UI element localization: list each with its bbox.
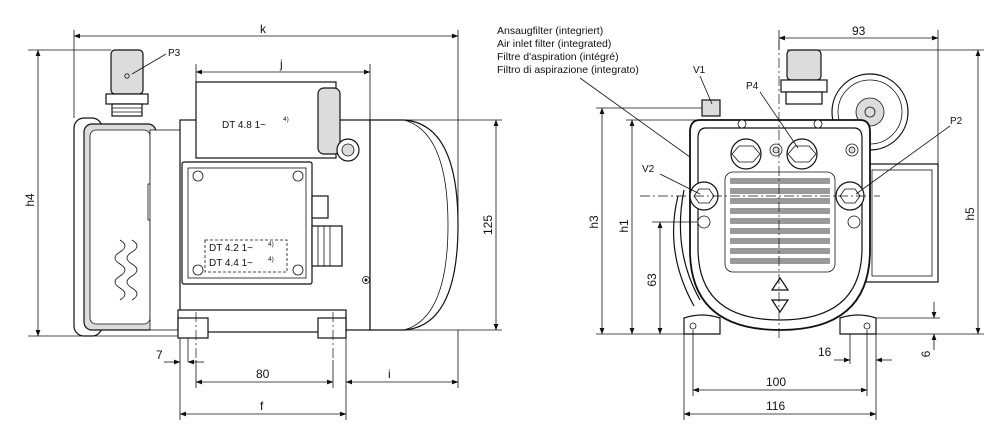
- valve-p3: [105, 49, 149, 117]
- dimension-h3: h3: [587, 107, 605, 335]
- extension-lines-right: [596, 30, 984, 420]
- dimension-j: j: [195, 57, 371, 75]
- filter-note-de: Ansaugfilter (integriert): [497, 25, 603, 37]
- label-v2: V2: [642, 164, 655, 175]
- label-p2: P2: [950, 116, 963, 127]
- dimension-f: f: [179, 399, 347, 417]
- dt44-footnote: 4): [268, 256, 274, 263]
- dt48-label: DT 4.8 1~: [222, 120, 266, 131]
- dim-j: j: [279, 57, 283, 71]
- label-p4: P4: [746, 81, 759, 92]
- filter-note-it: Filtro di aspirazione (integrato): [497, 64, 639, 76]
- top-ports: [730, 119, 859, 170]
- dimension-100: 100: [692, 375, 868, 393]
- terminal-box: DT 4.2 1~ 4) DT 4.4 1~ 4): [181, 161, 343, 285]
- dim-100: 100: [766, 375, 786, 389]
- top-valve: [780, 49, 828, 105]
- dimension-63: 63: [645, 221, 663, 335]
- dt42-label: DT 4.2 1~: [209, 243, 253, 254]
- dim-116: 116: [766, 399, 785, 413]
- dim-k: k: [260, 22, 267, 36]
- dim-93: 93: [852, 24, 866, 38]
- dim-h4: h4: [23, 193, 37, 207]
- filter-note: Ansaugfilter (integriert) Air inlet filt…: [497, 25, 710, 172]
- dimension-80: 80: [195, 360, 334, 388]
- label-p3: P3: [168, 48, 181, 59]
- dimension-h4: h4: [23, 49, 41, 337]
- fan-cover: [73, 117, 181, 337]
- dim-63: 63: [645, 273, 659, 287]
- dim-7: 7: [156, 348, 163, 362]
- dimension-16: 16: [818, 345, 892, 363]
- pump-housing: [673, 119, 877, 335]
- dimension-93: 93: [778, 24, 939, 41]
- dim-h5: h5: [963, 207, 977, 221]
- valve-p2: [835, 181, 865, 229]
- grill-slots: [730, 178, 830, 264]
- side-view: DT 4.8 1~ 4) DT 4.2 1~ 4) DT 4.4 1~ 4) P…: [23, 22, 502, 420]
- dim-h1: h1: [617, 219, 631, 233]
- filter-note-en: Air inlet filter (integrated): [497, 38, 611, 50]
- dim-h3: h3: [587, 215, 601, 229]
- dimension-6: 6: [919, 302, 937, 357]
- dim-6: 6: [919, 350, 933, 357]
- capacitor-box: DT 4.8 1~ 4): [195, 81, 360, 162]
- front-view: Ansaugfilter (integriert) Air inlet filt…: [497, 24, 984, 420]
- dimension-125: 125: [481, 119, 499, 331]
- dim-125: 125: [481, 215, 495, 235]
- dt48-footnote: 4): [283, 116, 289, 123]
- dimension-i: i: [345, 367, 459, 385]
- dim-i: i: [388, 367, 391, 381]
- dim-80: 80: [256, 367, 270, 381]
- dimension-k: k: [73, 22, 459, 39]
- dt44-label: DT 4.4 1~: [209, 258, 253, 269]
- dim-f: f: [260, 399, 264, 413]
- dt42-footnote: 4): [268, 241, 274, 248]
- dimension-h5: h5: [963, 49, 981, 335]
- filter-note-fr: Filtre d'aspiration (intégré): [497, 51, 619, 63]
- label-v1: V1: [693, 65, 706, 76]
- dimension-116: 116: [683, 399, 877, 417]
- dim-16: 16: [818, 345, 832, 359]
- dimension-h1: h1: [617, 119, 635, 335]
